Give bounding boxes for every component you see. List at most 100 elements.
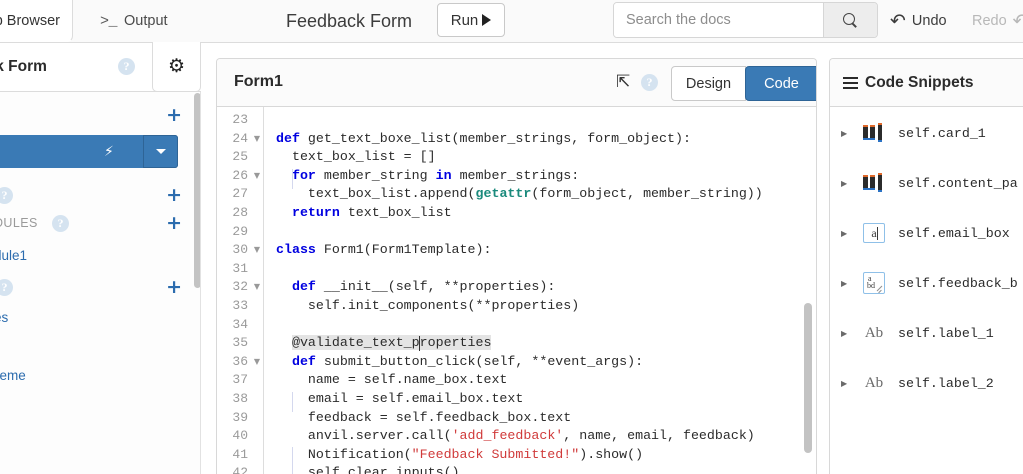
code-line: Notification("Feedback Submitted!").show… (276, 446, 644, 462)
line-number: 33 (232, 298, 248, 313)
line-number: 31 (232, 260, 248, 276)
line-number: 29 (232, 223, 248, 239)
triangle-right-icon[interactable]: ▶ (841, 128, 848, 138)
triangle-right-icon[interactable]: ▶ (841, 378, 848, 388)
snippets-list: ▶ self.card_1 ▶ self.content_pa ▶ a self.email… (830, 107, 1023, 474)
plus-icon[interactable]: + (166, 183, 182, 206)
sidebar-item-selected-form[interactable]: ⚡ (0, 135, 178, 168)
editor-header: Form1 ⇱ ? Design Code (217, 59, 816, 107)
card-component-icon (859, 120, 889, 146)
undo-arrow-icon: ↷ (890, 9, 906, 32)
help-circle-icon[interactable]: ? (52, 214, 69, 232)
indent-guide (292, 392, 293, 412)
help-circle-icon[interactable]: ? (0, 186, 13, 204)
sidebar-item-theme-label: heme (0, 367, 26, 383)
line-number: 34 (232, 316, 248, 332)
tab-app-browser[interactable]: p Browser (0, 0, 73, 42)
code-line: feedback = self.feedback_box.text (276, 409, 572, 425)
code-line: anvil.server.call('add_feedback', name, … (276, 428, 755, 444)
sidebar-item-module1[interactable]: dule1 (0, 242, 200, 268)
sidebar-item-dropdown-button[interactable] (143, 135, 178, 168)
hamburger-icon[interactable] (843, 76, 858, 89)
editor-title: Form1 (234, 73, 283, 90)
redo-label: Redo (972, 13, 1007, 29)
line-number: 39 (232, 409, 248, 425)
textbox-component-icon: a (859, 220, 889, 246)
line-number: 37 (232, 372, 248, 388)
search-icon (843, 12, 858, 28)
triangle-right-icon[interactable]: ▶ (841, 328, 848, 338)
line-number: 35 (232, 335, 248, 351)
line-number: 24 (232, 130, 248, 146)
snippet-item-label: self.content_pa (898, 175, 1018, 191)
snippet-item[interactable]: ▶ self.card_1 (830, 109, 1023, 157)
fold-toggle-icon[interactable]: ▼ (253, 356, 260, 366)
sidebar-title: ack Form (0, 58, 47, 75)
snippet-item-label: self.email_box (898, 225, 1010, 241)
code-line: class Form1(Form1Template): (276, 242, 492, 258)
line-number: 40 (232, 428, 248, 444)
sidebar-settings-button[interactable]: ⚙ (152, 42, 201, 92)
tab-design[interactable]: Design (671, 66, 746, 101)
editor-help-icon[interactable]: ? (641, 74, 658, 91)
snippet-item[interactable]: ▶ self.content_pa (830, 159, 1023, 207)
top-toolbar: p Browser >_ Output Feedback Form Run ↷ … (0, 0, 1023, 43)
line-number: 27 (232, 186, 248, 202)
sidebar-item-services-label: es (0, 309, 9, 325)
sidebar-item-services[interactable]: es (0, 304, 200, 330)
chevron-down-icon (155, 149, 166, 154)
line-number: 28 (232, 205, 248, 220)
code-line: self.init_components(**properties) (276, 298, 580, 313)
sidebar-row-help-add-1: ? + (0, 182, 200, 208)
plus-icon[interactable]: + (166, 103, 182, 126)
search-box (613, 2, 878, 38)
fold-toggle-icon[interactable]: ▼ (253, 170, 260, 180)
sidebar-help-icon[interactable]: ? (118, 58, 135, 75)
tab-output[interactable]: >_ Output (88, 0, 180, 42)
undo-button[interactable]: ↷ Undo (890, 0, 947, 42)
code-line: @validate_text_properties (291, 335, 492, 351)
app-browser-sidebar: ack Form ? ⚙ + ⚡ ? + DULES (0, 42, 201, 474)
expand-diagonal-icon[interactable]: ⇱ (616, 72, 631, 92)
indent-guide (292, 169, 293, 189)
tab-code-label: Code (764, 75, 799, 92)
code-vertical-scrollbar[interactable] (804, 303, 812, 453)
sidebar-scrollbar[interactable] (194, 93, 200, 288)
code-line: text_box_list = [] (276, 149, 436, 165)
snippets-header: Code Snippets (830, 59, 1023, 107)
line-number: 26 (232, 167, 248, 183)
redo-arrow-icon: ↶ (1012, 9, 1023, 32)
code-line: for member_string in member_strings: (291, 167, 580, 183)
code-snippets-panel: Code Snippets ▶ self.card_1 ▶ self.content_… (829, 58, 1023, 474)
plus-icon[interactable]: + (166, 275, 182, 298)
sidebar-row-add-form: + (0, 102, 200, 128)
run-button[interactable]: Run (437, 3, 505, 37)
fold-toggle-icon[interactable]: ▼ (253, 133, 260, 143)
triangle-right-icon[interactable]: ▶ (841, 278, 848, 288)
gear-icon: ⚙ (167, 56, 186, 77)
triangle-right-icon[interactable]: ▶ (841, 228, 848, 238)
snippet-item[interactable]: ▶ a self.email_box (830, 209, 1023, 257)
code-content[interactable]: def get_text_boxe_list(member_strings, f… (264, 107, 816, 474)
line-number: 42 (232, 465, 248, 474)
fold-toggle-icon[interactable]: ▼ (253, 245, 260, 255)
snippet-item-label: self.label_1 (898, 325, 994, 341)
search-input[interactable] (614, 3, 823, 37)
fold-toggle-icon[interactable]: ▼ (253, 282, 260, 292)
code-line: return text_box_list (291, 205, 452, 220)
triangle-right-icon[interactable]: ▶ (841, 178, 848, 188)
snippet-item-label: self.card_1 (898, 125, 986, 141)
app-title: Feedback Form (286, 10, 413, 31)
snippet-item-label: self.feedback_b (898, 275, 1018, 291)
plus-icon[interactable]: + (166, 211, 182, 234)
tab-code[interactable]: Code (745, 66, 816, 101)
search-button[interactable] (823, 3, 877, 37)
sidebar-item-theme[interactable]: heme (0, 362, 200, 388)
help-circle-icon: ? (118, 58, 135, 75)
help-circle-icon[interactable]: ? (0, 278, 13, 296)
